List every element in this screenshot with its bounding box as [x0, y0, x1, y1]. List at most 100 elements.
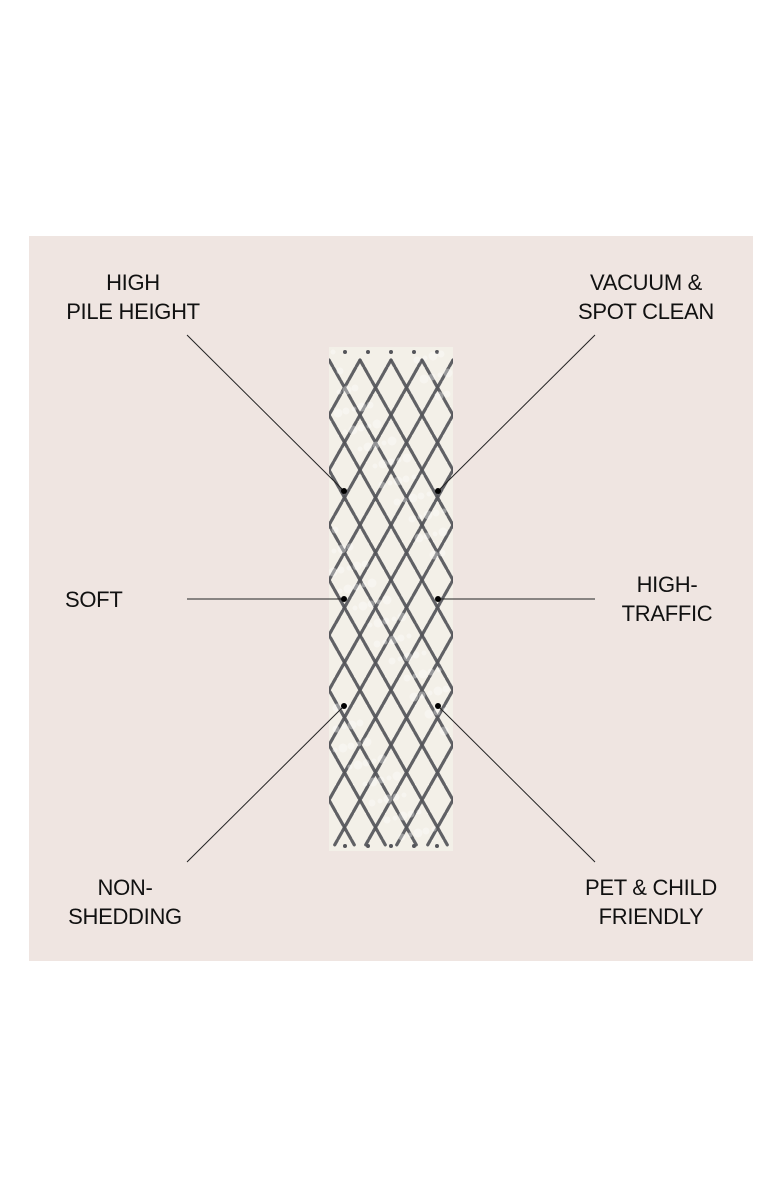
rug-edge-tuft	[435, 350, 439, 354]
label-soft: SOFT	[65, 585, 123, 614]
rug-shag-highlight	[423, 510, 433, 520]
rug-shag-highlight	[402, 475, 410, 483]
rug-shag-highlight	[342, 407, 350, 415]
callout-dot	[435, 596, 441, 602]
rug-shag-highlight	[428, 351, 438, 361]
rug-pattern-stroke	[329, 358, 453, 584]
callout-dot	[435, 488, 441, 494]
rug-shag-highlight	[332, 747, 338, 753]
rug-edge-tuft	[389, 844, 393, 848]
rug-shag-highlight	[414, 533, 424, 543]
rug-shag-highlight	[366, 423, 372, 429]
rug-shag-highlight	[333, 408, 343, 418]
rug-shag-highlight	[391, 616, 397, 622]
rug-shag-highlight	[442, 685, 450, 693]
rug-pattern-stroke	[329, 521, 453, 749]
rug-shag-highlight	[427, 668, 435, 676]
label-line: NON-	[97, 875, 153, 900]
rug-shag-highlight	[406, 633, 412, 639]
rug-shag-highlight	[336, 389, 342, 395]
rug-shag-highlight	[373, 640, 381, 648]
rug-pattern-stroke	[329, 521, 453, 749]
rug-pattern-stroke	[0, 360, 261, 845]
label-line: SOFT	[65, 587, 123, 612]
rug-shag-highlight	[366, 401, 374, 409]
rug-shag-highlight	[397, 656, 403, 662]
rug-shag-highlight	[393, 498, 401, 506]
rug-pattern-stroke	[329, 686, 418, 847]
rug-shag-highlight	[351, 384, 359, 392]
rug-shag-highlight	[362, 759, 370, 767]
rug-shag-highlight	[378, 459, 388, 469]
leader-line-pet-child-friendly	[437, 705, 596, 863]
rug-edge-tuft	[412, 844, 416, 848]
rug-shag-highlight	[409, 692, 419, 702]
rug-shag-highlight	[403, 652, 413, 662]
rug-shag-highlight	[422, 827, 430, 835]
rug-shag-highlight	[332, 725, 340, 733]
rug-shag-highlight	[361, 582, 367, 588]
label-line: PET & CHILD	[585, 875, 717, 900]
callout-dot	[435, 703, 441, 709]
rug-shag-highlight	[424, 709, 434, 719]
rug-shag-highlight	[392, 815, 398, 821]
rug-shag-highlight	[387, 458, 395, 466]
rug-shag-highlight	[343, 584, 353, 594]
rug-shag-highlight	[396, 457, 402, 463]
rug-shag-highlight	[443, 390, 451, 398]
callout-dot	[341, 703, 347, 709]
rug-shag-highlight	[358, 601, 368, 611]
label-line: HIGH-	[636, 572, 698, 597]
rug-shag-highlight	[434, 391, 444, 401]
rug-pattern-stroke	[732, 360, 780, 845]
rug-pattern-stroke	[329, 358, 362, 419]
callout-dots	[341, 488, 441, 709]
label-high-pile-height: HIGH PILE HEIGHT	[63, 268, 203, 326]
rug-shag-highlight	[411, 474, 417, 480]
rug-shag-highlight	[412, 673, 418, 679]
rug-shag-highlight	[381, 440, 387, 446]
rug-shag-highlight	[393, 476, 403, 486]
runner-rug	[0, 347, 780, 851]
rug-shag-highlight	[368, 799, 376, 807]
rug-shag-highlight	[436, 667, 442, 673]
rug-shag-highlight	[382, 617, 390, 625]
rug-pattern-stroke	[0, 360, 44, 845]
rug-shag-highlight	[371, 758, 377, 764]
label-line: FRIENDLY	[598, 904, 704, 929]
rug-shag-highlight	[418, 669, 428, 679]
rug-shag-highlight	[352, 605, 358, 611]
rug-shag-highlight	[397, 634, 405, 642]
rug-shag-highlight	[432, 509, 440, 517]
rug-pattern-stroke	[395, 741, 453, 847]
rug-pattern-stroke	[358, 358, 453, 529]
rug-shag-highlight	[401, 792, 407, 798]
rug-edge-tuft	[389, 350, 393, 354]
rug-pattern-stroke	[389, 358, 453, 474]
rug-shag-highlight	[361, 560, 369, 568]
rug-shag-highlight	[387, 436, 397, 446]
rug-shag-highlight	[382, 595, 392, 605]
label-line: SHEDDING	[68, 904, 182, 929]
rug-shag-highlight	[342, 385, 352, 395]
rug-shag-highlight	[372, 419, 382, 429]
rug-pattern-stroke	[0, 360, 19, 845]
rug-shag-highlight	[372, 463, 378, 469]
rug-shag-highlight	[437, 350, 445, 358]
rug-shag-highlight	[417, 514, 423, 520]
label-line: TRAFFIC	[621, 601, 713, 626]
rug-pattern-stroke	[329, 631, 449, 847]
rug-shag-highlight	[330, 349, 336, 355]
rug-shag-highlight	[347, 764, 353, 770]
rug-pattern-stroke	[329, 576, 453, 804]
rug-shag-highlight	[392, 771, 402, 781]
rug-shag-highlight	[356, 719, 364, 727]
label-line: HIGH	[106, 270, 160, 295]
rug-shag-highlight	[346, 543, 354, 551]
rug-shag-highlight	[377, 776, 385, 784]
rug-shag-highlight	[367, 600, 375, 608]
rug-shag-highlight	[383, 816, 391, 824]
rug-shag-highlight	[362, 737, 372, 747]
rug-edge-tuft	[366, 350, 370, 354]
